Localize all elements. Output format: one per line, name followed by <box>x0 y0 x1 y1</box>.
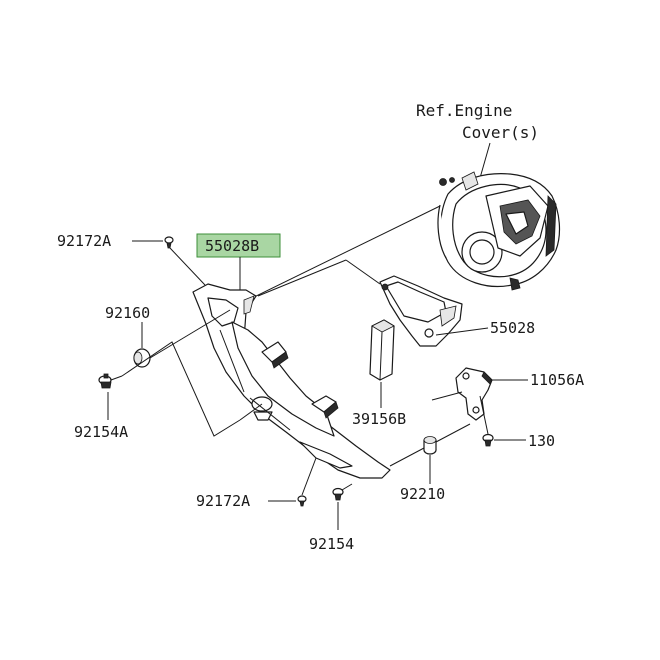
label-92172A-bottom: 92172A <box>196 492 250 510</box>
leader-11056A-collar <box>435 423 471 443</box>
leader-55028B-engine <box>247 205 441 301</box>
label-55028: 55028 <box>490 319 535 337</box>
label-92154A: 92154A <box>74 423 128 441</box>
bolt-92154 <box>332 483 353 501</box>
leader-92160-part <box>149 309 231 359</box>
leader-92172A-bottom-part <box>301 457 317 496</box>
leader-11056A-bracket <box>431 391 463 401</box>
ref-engine-label: Ref.Engine <box>416 101 512 120</box>
engine-cover <box>437 171 561 291</box>
ref-leader <box>479 142 491 179</box>
cowl-55028B <box>192 283 391 479</box>
leader-bracket-left-b <box>239 403 263 421</box>
label-92160: 92160 <box>105 304 150 322</box>
bolt-130 <box>482 433 494 447</box>
label-92210: 92210 <box>400 485 445 503</box>
screw-92172A-top <box>164 236 174 249</box>
collar-92210 <box>423 436 437 455</box>
pad-39156B <box>369 319 395 381</box>
leader-collar-cowl <box>389 447 425 467</box>
leader-bracket-left <box>121 341 241 437</box>
leader-130-bracket <box>479 395 489 435</box>
leader-55028-top <box>345 259 381 285</box>
label-11056A: 11056A <box>530 371 584 389</box>
label-92154: 92154 <box>309 535 354 553</box>
highlight-55028B: 55028B <box>196 233 281 258</box>
bolt-92154A <box>98 373 123 389</box>
label-92172A-top: 92172A <box>57 232 111 250</box>
ref-cover-label: Cover(s) <box>462 123 539 142</box>
leader-55028 <box>435 327 489 336</box>
leader-92172A-top-part <box>169 247 206 286</box>
screw-92172A-bottom <box>297 495 307 507</box>
bracket-55028 <box>379 275 463 347</box>
leader-55028-to-cowl <box>257 259 347 297</box>
label-130: 130 <box>528 432 555 450</box>
label-55028B: 55028B <box>205 237 259 255</box>
label-39156B: 39156B <box>352 410 406 428</box>
bracket-11056A <box>455 367 493 421</box>
